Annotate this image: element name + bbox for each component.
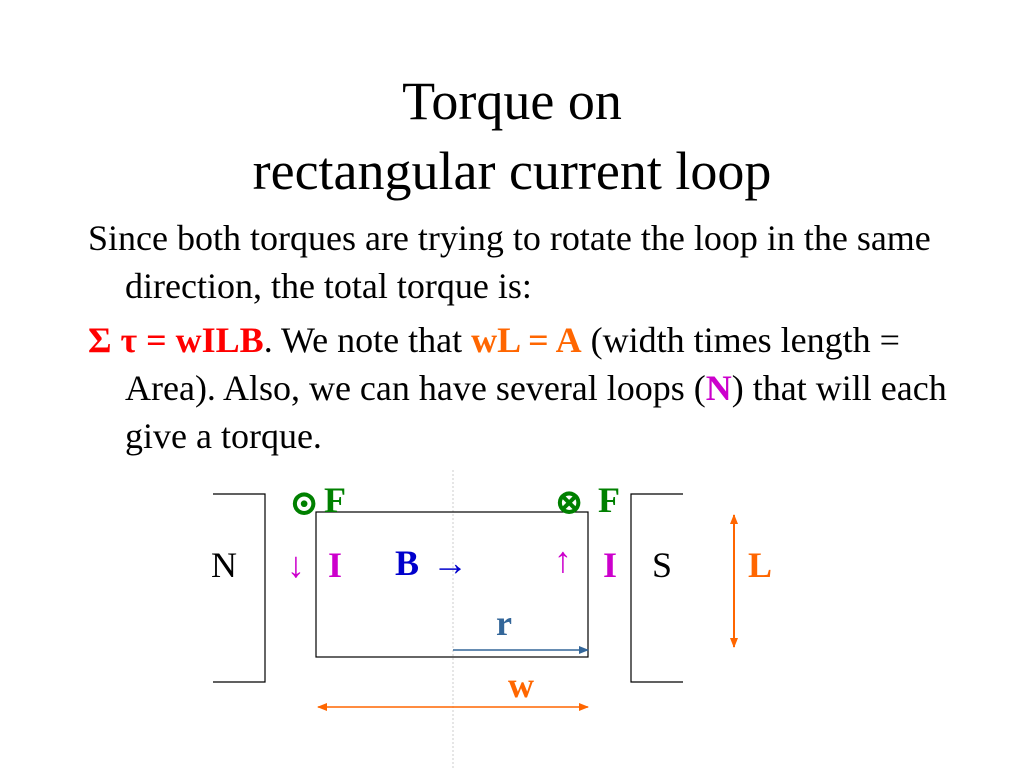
torque-formula: Σ τ = wILB — [88, 320, 264, 360]
force-left-label: F — [324, 480, 346, 520]
paragraph-torque-direction: Since both torques are trying to rotate … — [88, 218, 931, 306]
current-up-arrow-icon: ↑ — [554, 540, 572, 580]
title-line-1: Torque on — [402, 71, 622, 131]
area-equation: wL = A — [471, 320, 582, 360]
south-magnet — [630, 493, 683, 683]
south-pole-label: S — [652, 545, 673, 585]
current-right-label: I — [603, 545, 618, 585]
width-label: w — [508, 665, 534, 705]
slide-body: Since both torques are trying to rotate … — [88, 214, 968, 466]
radius-label: r — [496, 603, 512, 643]
text-width-times-length: (width times length = Area). Also, we ca… — [125, 320, 900, 408]
current-left-label: I — [328, 545, 343, 585]
length-label: L — [748, 545, 773, 585]
title-line-2: rectangular current loop — [252, 141, 772, 201]
current-down-arrow-icon: ↓ — [287, 545, 305, 585]
loops-count-symbol: N — [705, 368, 732, 408]
text-we-note: . We note that — [263, 320, 472, 360]
current-loop — [315, 511, 589, 658]
force-out-of-page-icon: ⊙ — [289, 483, 320, 523]
north-pole-label: N — [211, 545, 237, 585]
slide-title: Torque on rectangular current loop — [0, 66, 1024, 206]
force-into-page-icon: ⊗ — [554, 482, 585, 522]
field-direction-arrow-icon: → — [432, 543, 468, 583]
text-each-give-torque: ) that will each give a torque. — [125, 368, 947, 456]
force-right-label: F — [598, 480, 620, 520]
north-magnet — [213, 493, 266, 683]
paragraph-total-torque: Σ τ = wILB. We note that wL = A (width t… — [88, 316, 968, 460]
magnetic-field-label: B — [395, 543, 420, 583]
